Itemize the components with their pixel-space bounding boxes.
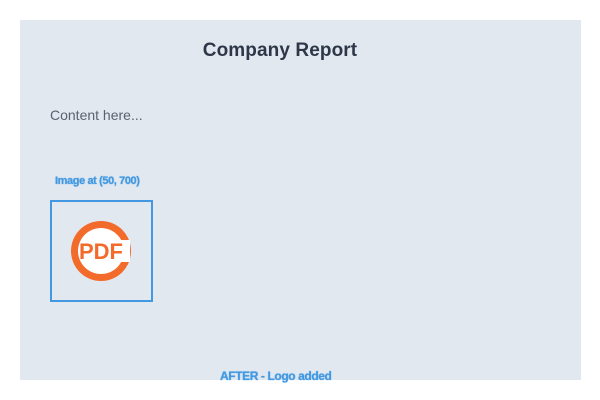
- after-caption: AFTER - Logo added: [220, 369, 332, 383]
- content-text: Content here...: [50, 107, 143, 123]
- image-position-label: Image at (50, 700): [55, 175, 140, 187]
- page-title: Company Report: [202, 40, 358, 61]
- image-frame[interactable]: PDF: [50, 200, 153, 302]
- report-page: Company Report Content here... Image at …: [20, 20, 581, 383]
- pdf-logo-icon: PDF: [71, 221, 131, 281]
- logo-text: PDF: [79, 239, 123, 264]
